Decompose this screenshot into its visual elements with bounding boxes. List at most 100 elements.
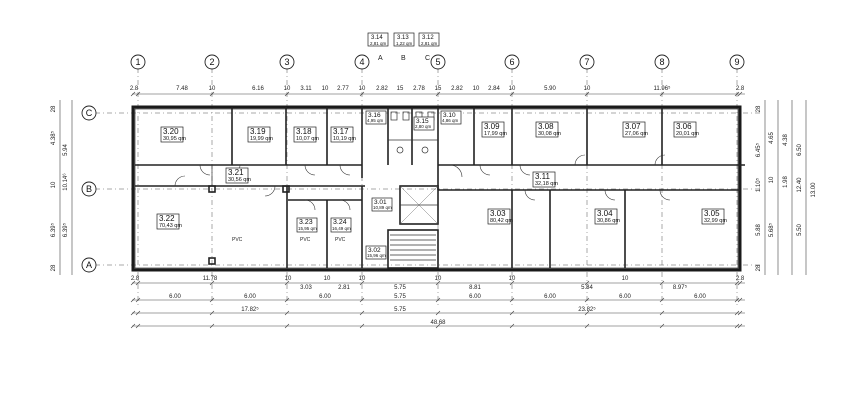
dim-text: 5.68⁵ bbox=[768, 222, 775, 237]
room-area: 16,49 qm bbox=[332, 226, 351, 231]
axis-bubble-4: 4 bbox=[354, 54, 370, 70]
room-num: 3.06 bbox=[676, 122, 692, 131]
stair-treads bbox=[390, 234, 436, 261]
dim-tick bbox=[359, 280, 365, 286]
dim-text: 5.75 bbox=[394, 285, 406, 291]
dim-tick bbox=[359, 323, 365, 329]
dim-text: 5.90 bbox=[544, 86, 556, 92]
dim-text: 6.00 bbox=[619, 294, 631, 300]
dim-tick bbox=[584, 91, 590, 97]
dim-text: 10 bbox=[324, 276, 331, 282]
dim-tick bbox=[284, 323, 290, 329]
dim-tick bbox=[359, 91, 365, 97]
dim-tick bbox=[509, 280, 515, 286]
dim-text: 10 bbox=[584, 86, 591, 92]
dim-tick bbox=[584, 297, 590, 303]
dim-text: 10 bbox=[509, 276, 516, 282]
room-num: 3.19 bbox=[250, 127, 266, 136]
room-num: 3.24 bbox=[333, 219, 347, 226]
room-num: 3.17 bbox=[333, 127, 349, 136]
dim-text: 7.48 bbox=[176, 86, 188, 92]
dim-text: 10 bbox=[285, 276, 292, 282]
dim-text: 15 bbox=[397, 86, 404, 92]
dim-text: 17.82⁵ bbox=[241, 306, 259, 313]
floor-label: PVC bbox=[300, 237, 311, 243]
dim-text: 6.00 bbox=[319, 294, 331, 300]
room-3-15: 3.152,80 qm bbox=[413, 116, 435, 131]
room-num: 3.20 bbox=[163, 127, 179, 136]
dim-text: 6.00 bbox=[169, 294, 181, 300]
dim-tick bbox=[737, 91, 743, 97]
section-marker-b: B bbox=[401, 55, 406, 62]
dim-tick bbox=[284, 310, 290, 316]
dim-text: 6.00 bbox=[694, 294, 706, 300]
dim-text: 5.50 bbox=[797, 224, 803, 236]
dim-tick bbox=[135, 297, 141, 303]
legend-area: 1,22 qm bbox=[396, 41, 413, 46]
axis-label: 9 bbox=[734, 57, 739, 67]
dim-tick bbox=[435, 323, 441, 329]
room-num: 3.05 bbox=[704, 209, 720, 218]
room-num: 3.08 bbox=[538, 122, 554, 131]
room-area: 80,42 qm bbox=[490, 218, 513, 224]
legend-num: 3.12 bbox=[422, 35, 434, 41]
floor-label: PVC bbox=[232, 237, 243, 243]
dim-text: 6.00 bbox=[244, 294, 256, 300]
dim-text: 2.81 bbox=[338, 285, 350, 291]
column-bubbles: 1 2 3 4 5 6 7 8 9 bbox=[130, 54, 745, 70]
room-num: 3.23 bbox=[299, 219, 313, 226]
dim-text: 2.8 bbox=[736, 276, 745, 282]
dim-tick bbox=[659, 280, 665, 286]
dim-tick bbox=[584, 323, 590, 329]
dim-tick bbox=[584, 280, 590, 286]
legend-area: 2,81 qm bbox=[370, 41, 387, 46]
dim-text: 8.97⁵ bbox=[673, 284, 688, 291]
room-3-16: 3.164,95 qm bbox=[365, 110, 387, 125]
room-area: 4,86 qm bbox=[442, 118, 459, 123]
room-num: 3.04 bbox=[597, 209, 613, 218]
axis-bubble-c: C bbox=[81, 105, 97, 121]
room-area: 30,95 qm bbox=[163, 136, 186, 142]
axis-bubble-6: 6 bbox=[504, 54, 520, 70]
room-area: 19,99 qm bbox=[250, 136, 273, 142]
dim-text: 6.00 bbox=[544, 294, 556, 300]
axis-bubble-2: 2 bbox=[204, 54, 220, 70]
bottom-dimensions: 2.8 11.78 10 3.03 10 2.81 10 5.75 10 8.8… bbox=[131, 276, 745, 327]
axis-label: 6 bbox=[509, 57, 514, 67]
room-num: 3.01 bbox=[374, 199, 387, 206]
dim-total: 48.68 bbox=[430, 320, 446, 326]
dim-tick bbox=[130, 297, 136, 303]
dim-tick bbox=[209, 297, 215, 303]
dim-tick bbox=[734, 91, 740, 97]
dim-text: 28 bbox=[756, 264, 762, 271]
axis-bubble-b: B bbox=[81, 181, 97, 197]
dim-tick bbox=[659, 297, 665, 303]
dim-text: 6.16 bbox=[252, 86, 264, 92]
axis-label: 1 bbox=[135, 57, 140, 67]
dim-text: 4.65 bbox=[769, 132, 775, 144]
axis-label: B bbox=[86, 184, 92, 194]
room-area: 30,08 qm bbox=[538, 131, 561, 137]
dim-text: 28 bbox=[51, 264, 57, 271]
dim-text: 4.38⁵ bbox=[50, 130, 57, 145]
floor-labels: PVC PVC PVC bbox=[232, 237, 346, 243]
dim-tick bbox=[734, 310, 740, 316]
dim-tick bbox=[135, 91, 141, 97]
room-area: 17,99 qm bbox=[484, 131, 507, 137]
dim-tick bbox=[359, 310, 365, 316]
room-num: 3.21 bbox=[228, 168, 244, 177]
dim-tick bbox=[435, 280, 441, 286]
floor-label: PVC bbox=[335, 237, 346, 243]
dim-text: 28 bbox=[51, 105, 57, 112]
axis-label: 7 bbox=[584, 57, 589, 67]
axis-bubble-3: 3 bbox=[279, 54, 295, 70]
dim-text: 10 bbox=[359, 86, 366, 92]
dim-text: 2.8 bbox=[736, 86, 745, 92]
dim-text: 5.75 bbox=[394, 307, 406, 313]
